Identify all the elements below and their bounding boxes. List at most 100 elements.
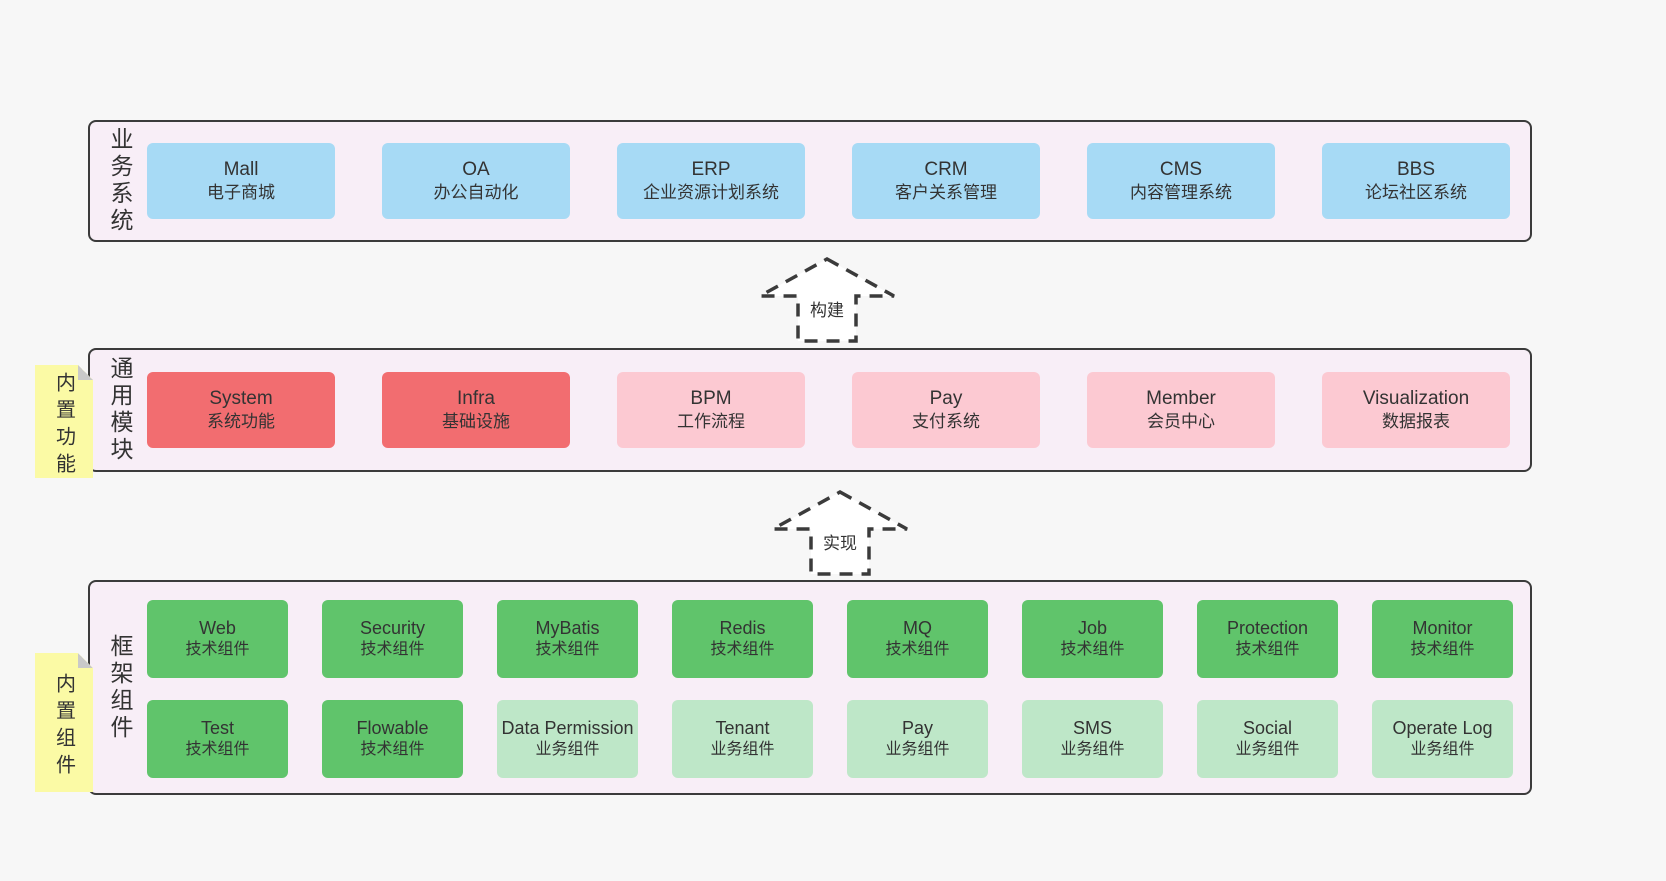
sticky-built-in-components: 内置组件 bbox=[35, 653, 93, 792]
band-business-systems: 业务系统 Mall 电子商城 OA 办公自动化 ERP 企业资源计划系统 CRM 客户关系管理… bbox=[88, 120, 1532, 242]
module-box-subtitle: 电子商城 bbox=[207, 183, 275, 203]
band-common-modules: 通用模块 System 系统功能 Infra 基础设施 BPM 工作流程 Pay 支付系统 Me… bbox=[88, 348, 1532, 472]
module-box-title: Visualization bbox=[1362, 387, 1470, 409]
module-box-title: Mall bbox=[223, 158, 259, 180]
module-box-subtitle: 业务组件 bbox=[535, 741, 600, 759]
band-label-common-modules: 通用模块 bbox=[107, 356, 133, 464]
module-box-subtitle: 技术组件 bbox=[185, 641, 250, 659]
module-box-subtitle: 企业资源计划系统 bbox=[643, 183, 779, 203]
module-box-subtitle: 技术组件 bbox=[710, 641, 775, 659]
common-modules-boxes: System 系统功能 Infra 基础设施 BPM 工作流程 Pay 支付系统 Member 会… bbox=[147, 372, 1510, 448]
module-box-title: Monitor bbox=[1412, 617, 1473, 638]
module-box-job: Job 技术组件 bbox=[1022, 600, 1163, 678]
module-box-pay: Pay 业务组件 bbox=[847, 700, 988, 778]
module-box-title: Operate Log bbox=[1392, 717, 1493, 738]
module-box-title: Test bbox=[200, 717, 234, 738]
module-box-subtitle: 论坛社区系统 bbox=[1365, 183, 1467, 203]
module-box-crm: CRM 客户关系管理 bbox=[852, 143, 1040, 219]
module-box-title: CRM bbox=[924, 158, 968, 180]
module-box-subtitle: 技术组件 bbox=[185, 741, 250, 759]
module-box-subtitle: 技术组件 bbox=[885, 641, 950, 659]
module-box-sms: SMS 业务组件 bbox=[1022, 700, 1163, 778]
sticky-built-in-features-label: 内置功能 bbox=[52, 371, 75, 480]
module-box-subtitle: 技术组件 bbox=[1235, 641, 1300, 659]
module-box-title: MQ bbox=[903, 617, 932, 638]
module-box-title: Social bbox=[1242, 717, 1293, 738]
implement-arrow: 实现 bbox=[770, 489, 910, 577]
module-box-subtitle: 业务组件 bbox=[885, 741, 950, 759]
module-box-test: Test 技术组件 bbox=[147, 700, 288, 778]
module-box-subtitle: 系统功能 bbox=[207, 412, 275, 432]
module-box-tenant: Tenant 业务组件 bbox=[672, 700, 813, 778]
module-box-social: Social 业务组件 bbox=[1197, 700, 1338, 778]
module-box-subtitle: 数据报表 bbox=[1382, 412, 1450, 432]
module-box-title: BBS bbox=[1396, 158, 1436, 180]
module-box-security: Security 技术组件 bbox=[322, 600, 463, 678]
module-box-subtitle: 技术组件 bbox=[535, 641, 600, 659]
module-box-title: Flowable bbox=[356, 717, 429, 738]
module-box-pay: Pay 支付系统 bbox=[852, 372, 1040, 448]
module-box-title: Redis bbox=[719, 617, 766, 638]
module-box-subtitle: 技术组件 bbox=[1060, 641, 1125, 659]
module-box-title: OA bbox=[462, 158, 490, 180]
module-box-bbs: BBS 论坛社区系统 bbox=[1322, 143, 1510, 219]
module-box-subtitle: 会员中心 bbox=[1147, 412, 1215, 432]
module-box-title: SMS bbox=[1072, 717, 1112, 738]
module-box-subtitle: 技术组件 bbox=[1410, 641, 1475, 659]
module-box-infra: Infra 基础设施 bbox=[382, 372, 570, 448]
module-box-subtitle: 业务组件 bbox=[1235, 741, 1300, 759]
module-box-subtitle: 支付系统 bbox=[912, 412, 980, 432]
module-box-title: Tenant bbox=[715, 717, 770, 738]
module-box-title: Pay bbox=[929, 387, 963, 409]
build-arrow: 构建 bbox=[757, 256, 897, 344]
module-box-title: Job bbox=[1077, 617, 1108, 638]
module-box-erp: ERP 企业资源计划系统 bbox=[617, 143, 805, 219]
module-box-subtitle: 办公自动化 bbox=[433, 183, 519, 203]
module-box-title: ERP bbox=[691, 158, 731, 180]
module-box-title: MyBatis bbox=[535, 617, 600, 638]
module-box-title: Protection bbox=[1226, 617, 1309, 638]
module-box-subtitle: 客户关系管理 bbox=[895, 183, 997, 203]
band-label-framework-components: 框架组件 bbox=[107, 633, 133, 742]
module-box-title: Member bbox=[1146, 387, 1216, 409]
module-box-title: Data Permission bbox=[501, 717, 634, 738]
module-box-subtitle: 内容管理系统 bbox=[1130, 183, 1232, 203]
module-box-redis: Redis 技术组件 bbox=[672, 600, 813, 678]
module-box-protection: Protection 技术组件 bbox=[1197, 600, 1338, 678]
module-box-mall: Mall 电子商城 bbox=[147, 143, 335, 219]
module-box-title: Web bbox=[199, 617, 236, 638]
module-box-title: System bbox=[209, 387, 273, 409]
module-box-subtitle: 业务组件 bbox=[1060, 741, 1125, 759]
module-box-subtitle: 工作流程 bbox=[677, 412, 745, 432]
module-box-monitor: Monitor 技术组件 bbox=[1372, 600, 1513, 678]
module-box-subtitle: 基础设施 bbox=[442, 412, 510, 432]
module-box-data-permission: Data Permission 业务组件 bbox=[497, 700, 638, 778]
module-box-subtitle: 业务组件 bbox=[710, 741, 775, 759]
module-box-system: System 系统功能 bbox=[147, 372, 335, 448]
implement-arrow-label: 实现 bbox=[820, 529, 860, 554]
module-box-bpm: BPM 工作流程 bbox=[617, 372, 805, 448]
module-box-operate-log: Operate Log 业务组件 bbox=[1372, 700, 1513, 778]
module-box-subtitle: 技术组件 bbox=[360, 641, 425, 659]
module-box-visualization: Visualization 数据报表 bbox=[1322, 372, 1510, 448]
sticky-built-in-features: 内置功能 bbox=[35, 365, 93, 478]
module-box-oa: OA 办公自动化 bbox=[382, 143, 570, 219]
build-arrow-label: 构建 bbox=[807, 296, 847, 321]
module-box-subtitle: 技术组件 bbox=[360, 741, 425, 759]
band-label-business-systems: 业务系统 bbox=[107, 127, 133, 235]
module-box-mq: MQ 技术组件 bbox=[847, 600, 988, 678]
module-box-title: Security bbox=[359, 617, 426, 638]
module-box-title: Infra bbox=[456, 387, 496, 409]
module-box-title: Pay bbox=[901, 717, 934, 738]
module-box-subtitle: 业务组件 bbox=[1410, 741, 1475, 759]
sticky-built-in-components-label: 内置组件 bbox=[52, 672, 75, 781]
module-box-title: BPM bbox=[690, 387, 732, 409]
module-box-mybatis: MyBatis 技术组件 bbox=[497, 600, 638, 678]
